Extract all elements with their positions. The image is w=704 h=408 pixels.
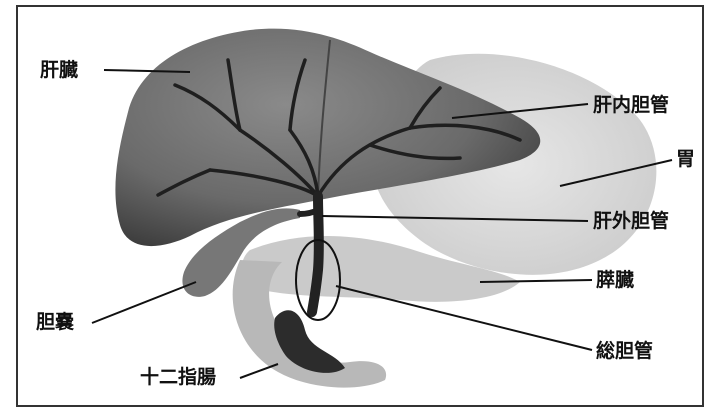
label-stomach: 胃 — [676, 148, 695, 170]
label-gallbladder: 胆嚢 — [36, 311, 74, 333]
label-common-bile-duct: 総胆管 — [596, 340, 653, 362]
label-pancreas: 膵臓 — [596, 269, 634, 291]
label-duodenum: 十二指腸 — [140, 366, 216, 388]
label-intrahepatic-bile-duct: 肝内胆管 — [593, 94, 669, 116]
label-extrahepatic-bile-duct: 肝外胆管 — [593, 210, 669, 232]
label-liver: 肝臓 — [40, 59, 78, 81]
